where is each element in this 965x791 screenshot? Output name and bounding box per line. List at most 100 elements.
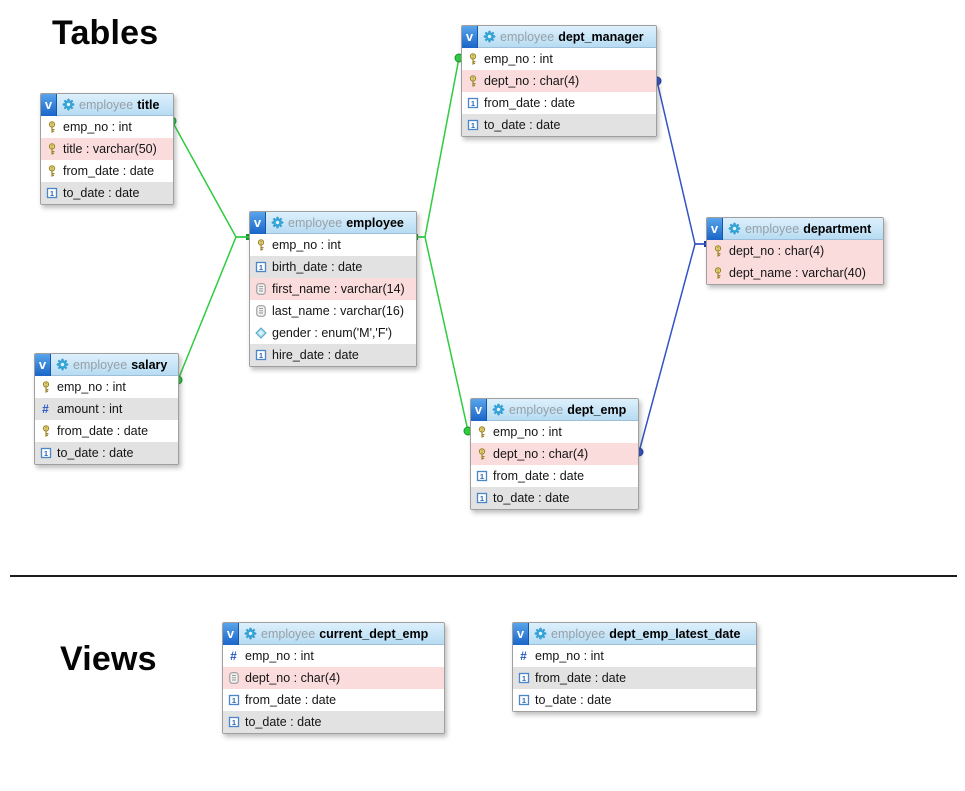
column-row: dept_no : char(4) xyxy=(707,240,883,262)
date-icon: 1 xyxy=(45,187,58,199)
gear-icon xyxy=(492,403,505,416)
table-name: department xyxy=(803,221,872,236)
column-definition: from_date : date xyxy=(484,96,576,110)
column-definition: to_date : date xyxy=(493,491,570,505)
column-definition: to_date : date xyxy=(245,715,322,729)
key-icon xyxy=(466,53,479,65)
key-icon xyxy=(39,425,52,437)
svg-text:1: 1 xyxy=(258,263,262,272)
enum-icon xyxy=(254,327,267,339)
relationship-dept_emp-employee[interactable] xyxy=(415,236,469,432)
column-definition: from_date : date xyxy=(535,671,627,685)
column-row: dept_no : char(4) xyxy=(462,70,656,92)
column-definition: hire_date : date xyxy=(272,348,359,362)
hash-icon: # xyxy=(42,402,49,416)
svg-text:1: 1 xyxy=(521,696,525,705)
key-icon xyxy=(254,239,267,251)
relationship-salary-employee[interactable] xyxy=(177,236,249,381)
key-icon xyxy=(39,381,52,393)
column-row: # emp_no : int xyxy=(513,645,756,667)
schema-name: employee xyxy=(261,626,316,641)
column-definition: amount : int xyxy=(57,402,123,416)
column-definition: first_name : varchar(14) xyxy=(272,282,405,296)
relationship-title-employee[interactable] xyxy=(171,120,249,238)
gear-icon xyxy=(534,627,547,640)
column-definition: dept_no : char(4) xyxy=(493,447,589,461)
svg-text:1: 1 xyxy=(479,494,483,503)
svg-text:1: 1 xyxy=(470,99,474,108)
table-badge: v xyxy=(223,622,239,645)
key-icon xyxy=(45,121,58,133)
table-badge: v xyxy=(462,25,478,48)
svg-text:1: 1 xyxy=(231,718,235,727)
column-row: dept_no : char(4) xyxy=(223,667,444,689)
column-row: 1 from_date : date xyxy=(471,465,638,487)
schema-name: employee xyxy=(745,221,800,236)
key-icon xyxy=(711,267,724,279)
svg-text:1: 1 xyxy=(231,696,235,705)
table-badge: v xyxy=(41,93,57,116)
schema-name: employee xyxy=(509,402,564,417)
relationship-dept_manager-department[interactable] xyxy=(656,80,707,245)
schema-name: employee xyxy=(551,626,606,641)
gear-icon xyxy=(483,30,496,43)
date-icon: 1 xyxy=(517,694,530,706)
column-definition: emp_no : int xyxy=(535,649,604,663)
column-row: emp_no : int xyxy=(35,376,178,398)
hash-icon: # xyxy=(520,649,527,663)
column-definition: from_date : date xyxy=(493,469,585,483)
key-icon xyxy=(45,165,58,177)
svg-text:1: 1 xyxy=(521,674,525,683)
table-name: current_dept_emp xyxy=(319,626,429,641)
relationship-dept_manager-employee[interactable] xyxy=(415,57,460,238)
column-row: emp_no : int xyxy=(41,116,173,138)
column-row: 1 from_date : date xyxy=(462,92,656,114)
schema-name: employee xyxy=(288,215,343,230)
relationship-dept_emp-department[interactable] xyxy=(638,243,707,453)
column-row: from_date : date xyxy=(35,420,178,442)
column-row: title : varchar(50) xyxy=(41,138,173,160)
hash-icon: # xyxy=(230,649,237,663)
column-definition: dept_no : char(4) xyxy=(729,244,825,258)
column-row: 1 from_date : date xyxy=(513,667,756,689)
column-definition: dept_no : char(4) xyxy=(245,671,341,685)
key-icon xyxy=(475,426,488,438)
text-icon xyxy=(254,305,267,317)
date-icon: 1 xyxy=(517,672,530,684)
section-divider xyxy=(10,575,957,577)
date-icon: 1 xyxy=(39,447,52,459)
column-definition: from_date : date xyxy=(63,164,155,178)
column-definition: last_name : varchar(16) xyxy=(272,304,405,318)
date-icon: 1 xyxy=(475,470,488,482)
date-icon: 1 xyxy=(466,119,479,131)
gear-icon xyxy=(728,222,741,235)
views-section-heading: Views xyxy=(60,640,157,678)
column-definition: emp_no : int xyxy=(245,649,314,663)
table-badge: v xyxy=(707,217,723,240)
column-row: emp_no : int xyxy=(250,234,416,256)
key-icon xyxy=(475,448,488,460)
column-definition: emp_no : int xyxy=(484,52,553,66)
column-definition: title : varchar(50) xyxy=(63,142,157,156)
column-row: first_name : varchar(14) xyxy=(250,278,416,300)
